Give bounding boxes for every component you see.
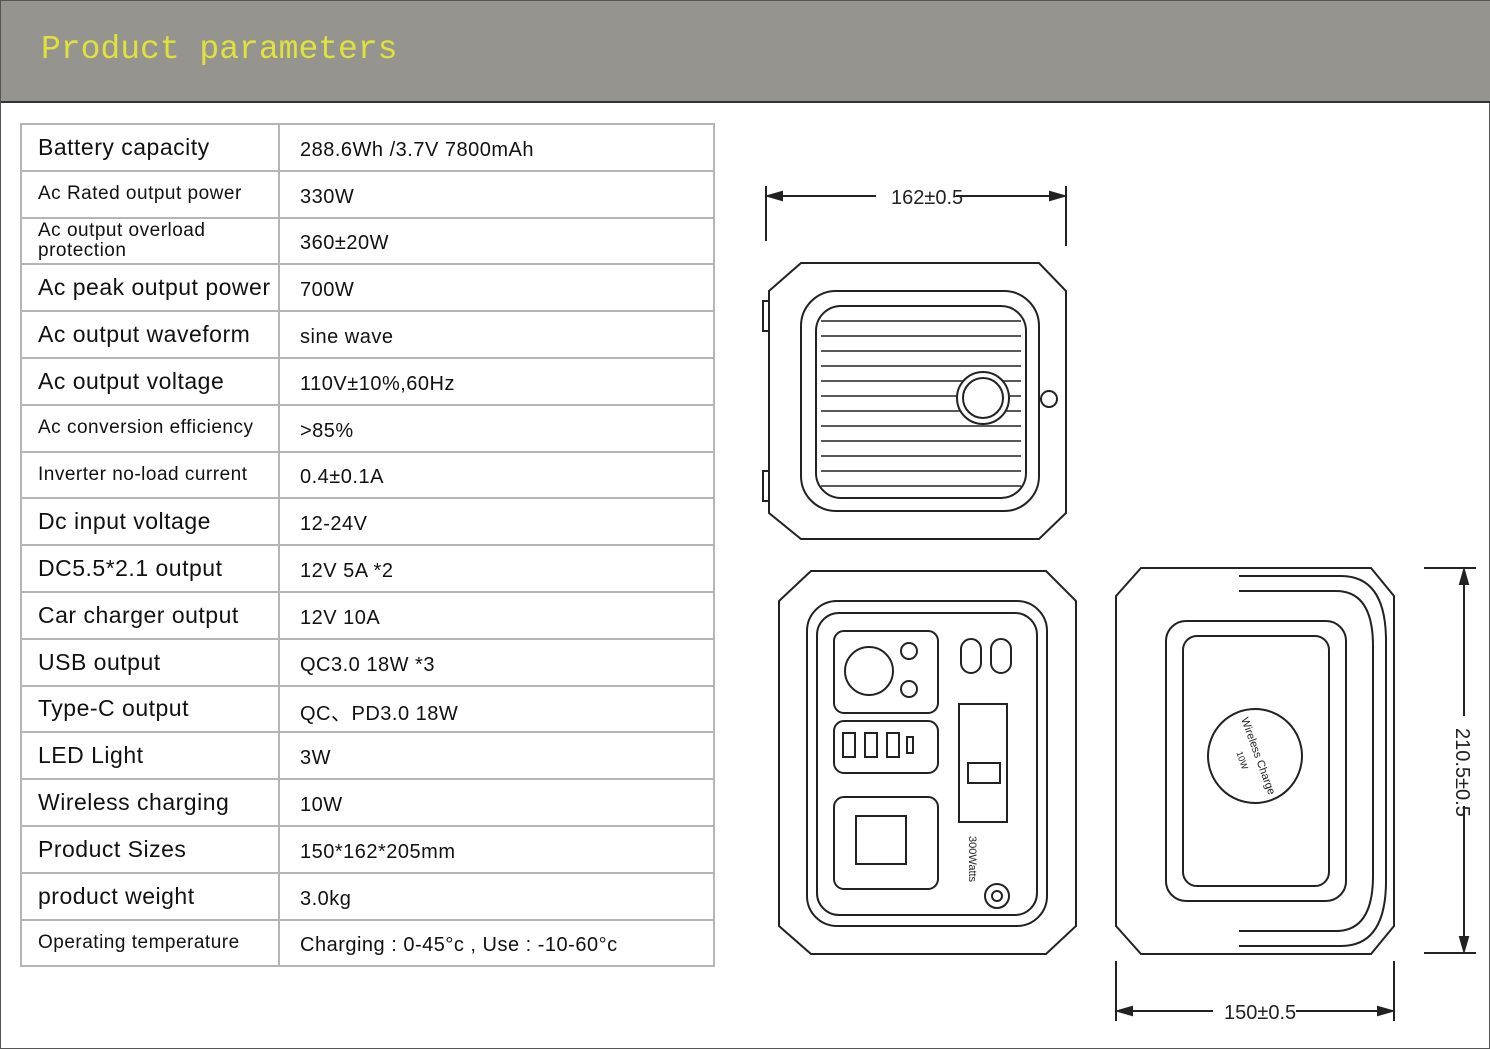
spec-value: 330W (278, 169, 715, 219)
spec-label: DC5.5*2.1 output (20, 544, 280, 593)
spec-label: Product Sizes (20, 824, 280, 874)
spec-label: product weight (20, 871, 280, 921)
spec-label: Ac output overload protection (20, 216, 280, 266)
spec-value: sine wave (278, 310, 715, 359)
spec-value: 12-24V (278, 497, 715, 547)
spec-label: Battery capacity (20, 123, 280, 172)
spec-label: LED Light (20, 731, 280, 781)
spec-label: Car charger output (20, 590, 280, 640)
width-dimension: 162±0.5 (764, 186, 1068, 246)
height-dim-label: 210.5±0.5 (1451, 728, 1473, 817)
spec-value: 12V 5A *2 (278, 544, 715, 593)
brand-label: 300Watts (966, 836, 978, 883)
spec-value: 110V±10%,60Hz (278, 356, 715, 406)
depth-dimension: 150±0.5 (1114, 961, 1396, 1024)
width-dim-label: 162±0.5 (891, 187, 963, 209)
spec-label: Inverter no-load current (20, 450, 280, 500)
depth-dim-label: 150±0.5 (1224, 1002, 1296, 1024)
spec-value: 288.6Wh /3.7V 7800mAh (278, 123, 715, 172)
front-view-drawing: 300Watts (778, 570, 1077, 955)
spec-value: 150*162*205mm (278, 824, 715, 874)
side-view-drawing: Wireless Charge 10W (1115, 567, 1395, 955)
spec-label: Operating temperature (20, 918, 280, 968)
spec-label: Ac output waveform (20, 310, 280, 359)
spec-value: 700W (278, 263, 715, 313)
page-title: Product parameters (41, 31, 398, 68)
spec-label: Wireless charging (20, 778, 280, 827)
spec-value: >85% (278, 403, 715, 453)
wireless-power-label: 10W (1234, 750, 1250, 771)
spec-row: Ac conversion efficiency>85% (20, 403, 715, 453)
spec-value: QC、PD3.0 18W (278, 684, 715, 734)
spec-label: Ac output voltage (20, 356, 280, 406)
spec-value: Charging : 0-45°c , Use : -10-60°c (278, 918, 715, 968)
spec-value: 3W (278, 731, 715, 781)
spec-label: Ac Rated output power (20, 169, 280, 219)
header-bar: Product parameters (1, 1, 1490, 103)
spec-label: USB output (20, 637, 280, 687)
spec-label: Ac conversion efficiency (20, 403, 280, 453)
spec-label: Dc input voltage (20, 497, 280, 547)
top-view-drawing (762, 262, 1067, 540)
spec-value: 3.0kg (278, 871, 715, 921)
spec-value: 0.4±0.1A (278, 450, 715, 500)
spec-value: 360±20W (278, 216, 715, 266)
spec-value: QC3.0 18W *3 (278, 637, 715, 687)
spec-value: 10W (278, 778, 715, 827)
spec-value: 12V 10A (278, 590, 715, 640)
spec-label: Ac peak output power (20, 263, 280, 313)
spec-label: Type-C output (20, 684, 280, 734)
height-dimension: 210.5±0.5 (1424, 566, 1476, 955)
